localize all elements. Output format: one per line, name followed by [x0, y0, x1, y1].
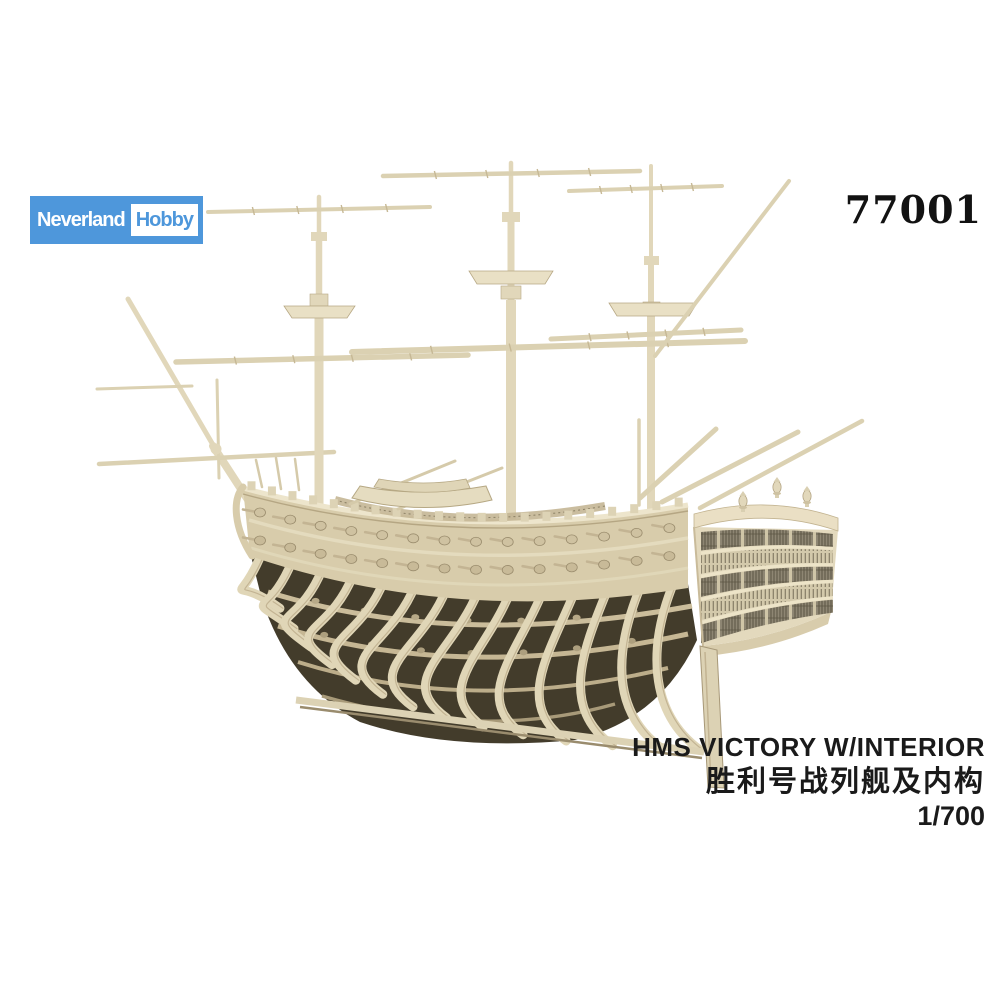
brand-name-hobby: Hobby	[130, 204, 198, 236]
product-name-cn: 胜利号战列舰及内构	[705, 764, 985, 798]
product-titles: HMS VICTORY W/INTERIOR 胜利号战列舰及内构 1/700	[632, 731, 985, 833]
stern-galleries	[693, 477, 839, 789]
product-scale: 1/700	[917, 801, 985, 831]
product-code: 77001	[844, 187, 982, 232]
product-name-en: HMS VICTORY W/INTERIOR	[632, 732, 985, 762]
hull-cross-section	[232, 456, 705, 760]
brand-name-neverland: Neverland	[37, 209, 126, 231]
brand-logo: Neverland Hobby	[30, 196, 203, 244]
masts-and-spars	[95, 160, 865, 550]
